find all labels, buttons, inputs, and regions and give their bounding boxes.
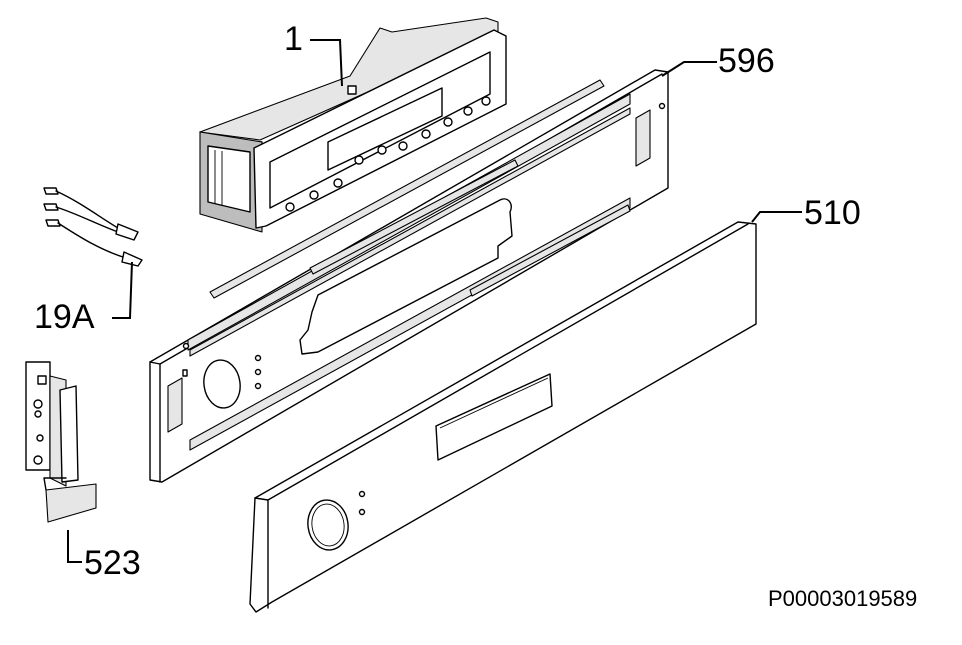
wire-harness-19A [43,187,143,267]
callout-596: 596 [718,42,775,80]
callout-1: 1 [284,20,303,58]
callout-19A: 19A [34,298,95,336]
reference-number: P00003019589 [768,586,918,611]
callout-510: 510 [804,194,861,232]
display-module-1 [199,17,507,233]
leader-lines [67,39,802,563]
frame-panel-596 [149,69,669,483]
front-glass-510 [249,221,757,613]
side-bracket-523 [25,361,97,523]
callout-523: 523 [84,544,141,582]
